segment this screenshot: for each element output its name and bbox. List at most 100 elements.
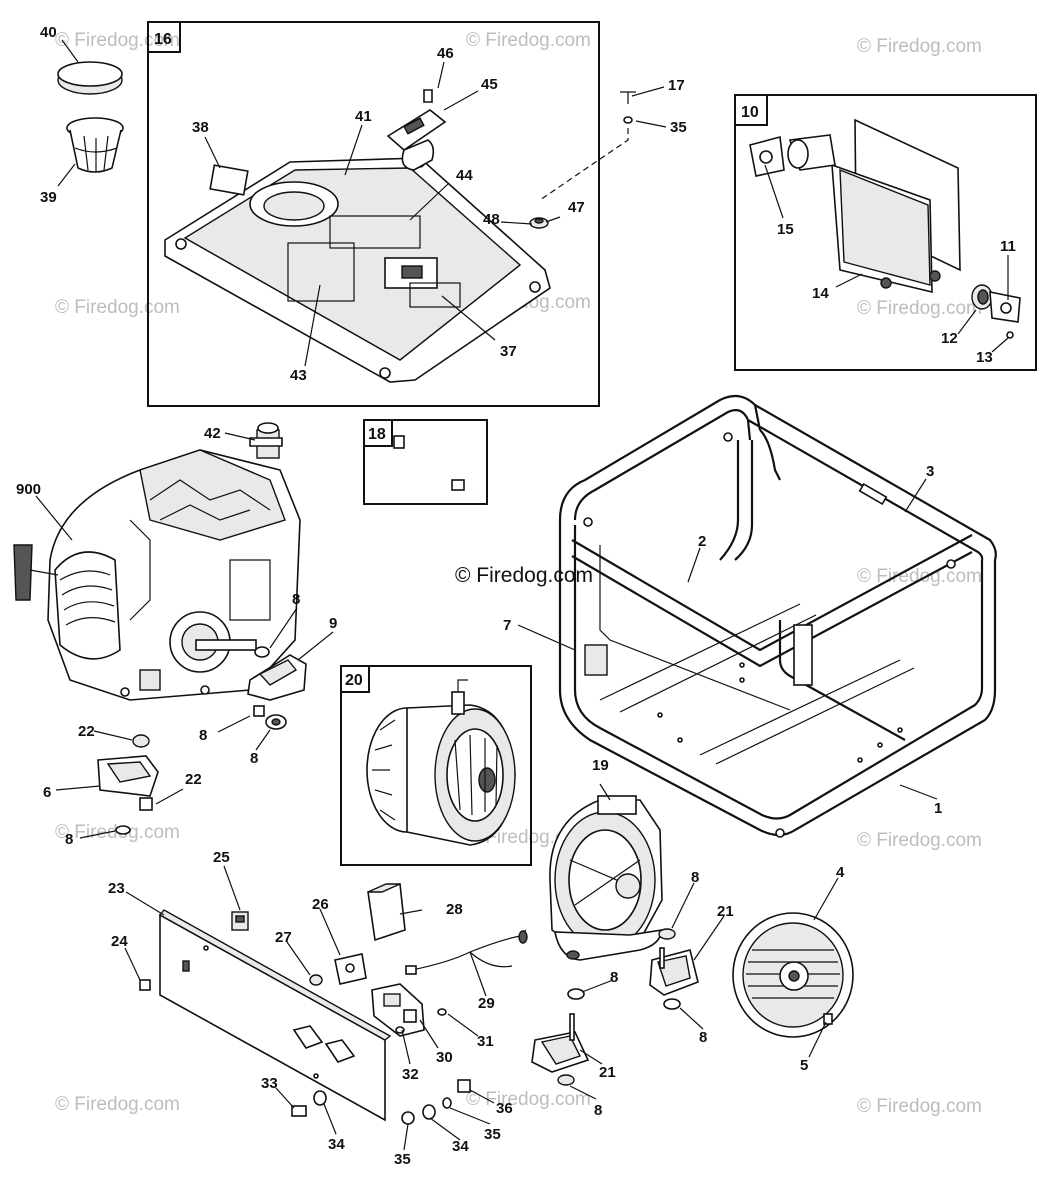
callout-label: 8 [65,831,73,848]
callout-label: 17 [668,77,685,94]
callout-label: 7 [503,617,511,634]
watermark: © Firedog.com [857,36,982,57]
callout-label: 35 [484,1126,501,1143]
callout-label: 34 [328,1136,345,1153]
callout-label: 23 [108,880,125,897]
engine [13,449,301,701]
watermark: © Firedog.com [857,1096,982,1117]
callout-label: 1 [934,800,942,817]
fuel-hose [393,435,477,491]
callout-label: 8 [610,969,618,986]
callout-label: 8 [594,1102,602,1119]
callout-label: 33 [261,1075,278,1092]
callout-label: 35 [670,119,687,136]
callout-label: 41 [355,108,372,125]
callout-label: 11 [1000,238,1016,255]
callout-label: 32 [402,1066,419,1083]
fuel-gauge-bracket [386,89,447,171]
callout-label: 22 [78,723,95,740]
fuel-cap [57,61,123,95]
callout-label: 48 [483,211,500,228]
muffler [749,118,961,294]
callout-label: 3 [926,463,934,480]
callout-label: 22 [185,771,202,788]
callout-label: 30 [436,1049,453,1066]
leader-lines [35,39,1009,1151]
callout-label: 37 [500,343,517,360]
idle-switch [309,953,367,986]
callout-label: 39 [40,189,57,206]
callout-label: 8 [199,727,207,744]
callout-label: 27 [275,929,292,946]
callout-label: 42 [204,425,221,442]
callout-label: 2 [698,533,706,550]
end-cover [732,912,854,1038]
rectifier [367,883,406,942]
engine-mounts [97,646,307,835]
inset-label: 20 [345,672,363,689]
rubber-mounts [531,928,699,1086]
callout-label: 8 [250,750,258,767]
callout-labels: 40 39 38 41 46 45 44 48 47 43 37 17 35 1… [16,24,1016,1168]
callout-label: 5 [800,1057,808,1074]
callout-label: 12 [941,330,958,347]
callout-label: 19 [592,757,609,774]
callout-label: 25 [213,849,230,866]
callout-label: 8 [292,591,300,608]
callout-label: 4 [836,864,845,881]
callout-label: 47 [568,199,585,216]
inset-16: 16 [147,21,600,407]
watermark-center: © Firedog.com [455,564,593,587]
watermark: © Firedog.com [55,297,180,318]
callout-label: 35 [394,1151,411,1168]
watermark: © Firedog.com [857,830,982,851]
callout-label: 28 [446,901,463,918]
callout-label: 15 [777,221,794,238]
callout-label: 6 [43,784,51,801]
spark-arrestor [971,284,1021,339]
wire-harness [405,929,528,975]
grommets [529,91,636,229]
callout-label: 44 [456,167,473,184]
watermark: © Firedog.com [857,566,982,587]
callout-label: 31 [477,1033,494,1050]
callout-label: 21 [717,903,734,920]
alternator-rotor [366,679,516,846]
fuel-tank [164,157,551,383]
watermark: © Firedog.com [466,1089,591,1110]
inset-10: 10 [734,94,1037,371]
watermark: © Firedog.com [857,298,982,319]
callout-label: 29 [478,995,495,1012]
circuit-breaker [231,911,249,931]
callout-label: 900 [16,481,41,498]
frame [558,394,997,838]
callout-label: 40 [40,24,57,41]
callout-label: 43 [290,367,307,384]
callout-label: 21 [599,1064,616,1081]
inset-18: 18 [363,419,488,505]
fasteners [139,979,471,1125]
inset-label: 18 [368,426,386,443]
callout-label: 24 [111,933,128,950]
callout-label: 45 [481,76,498,93]
inset-20: 20 [340,665,532,866]
callout-label: 13 [976,349,993,366]
callout-label: 46 [437,45,454,62]
receptacle [371,983,447,1037]
stator-housing [549,795,663,961]
callout-label: 38 [192,119,209,136]
callout-label: 8 [699,1029,707,1046]
watermark: © Firedog.com [466,30,591,51]
control-panel [158,909,392,1122]
callout-label: 14 [812,285,829,302]
fuel-valve [249,422,283,459]
callout-label: 36 [496,1100,513,1117]
watermark: © Firedog.com [55,1094,180,1115]
callout-label: 8 [691,869,699,886]
callout-label: 34 [452,1138,469,1155]
callout-label: 26 [312,896,329,913]
inset-label: 16 [154,31,172,48]
fuel-strainer [66,117,124,173]
callout-label: 9 [329,615,337,632]
